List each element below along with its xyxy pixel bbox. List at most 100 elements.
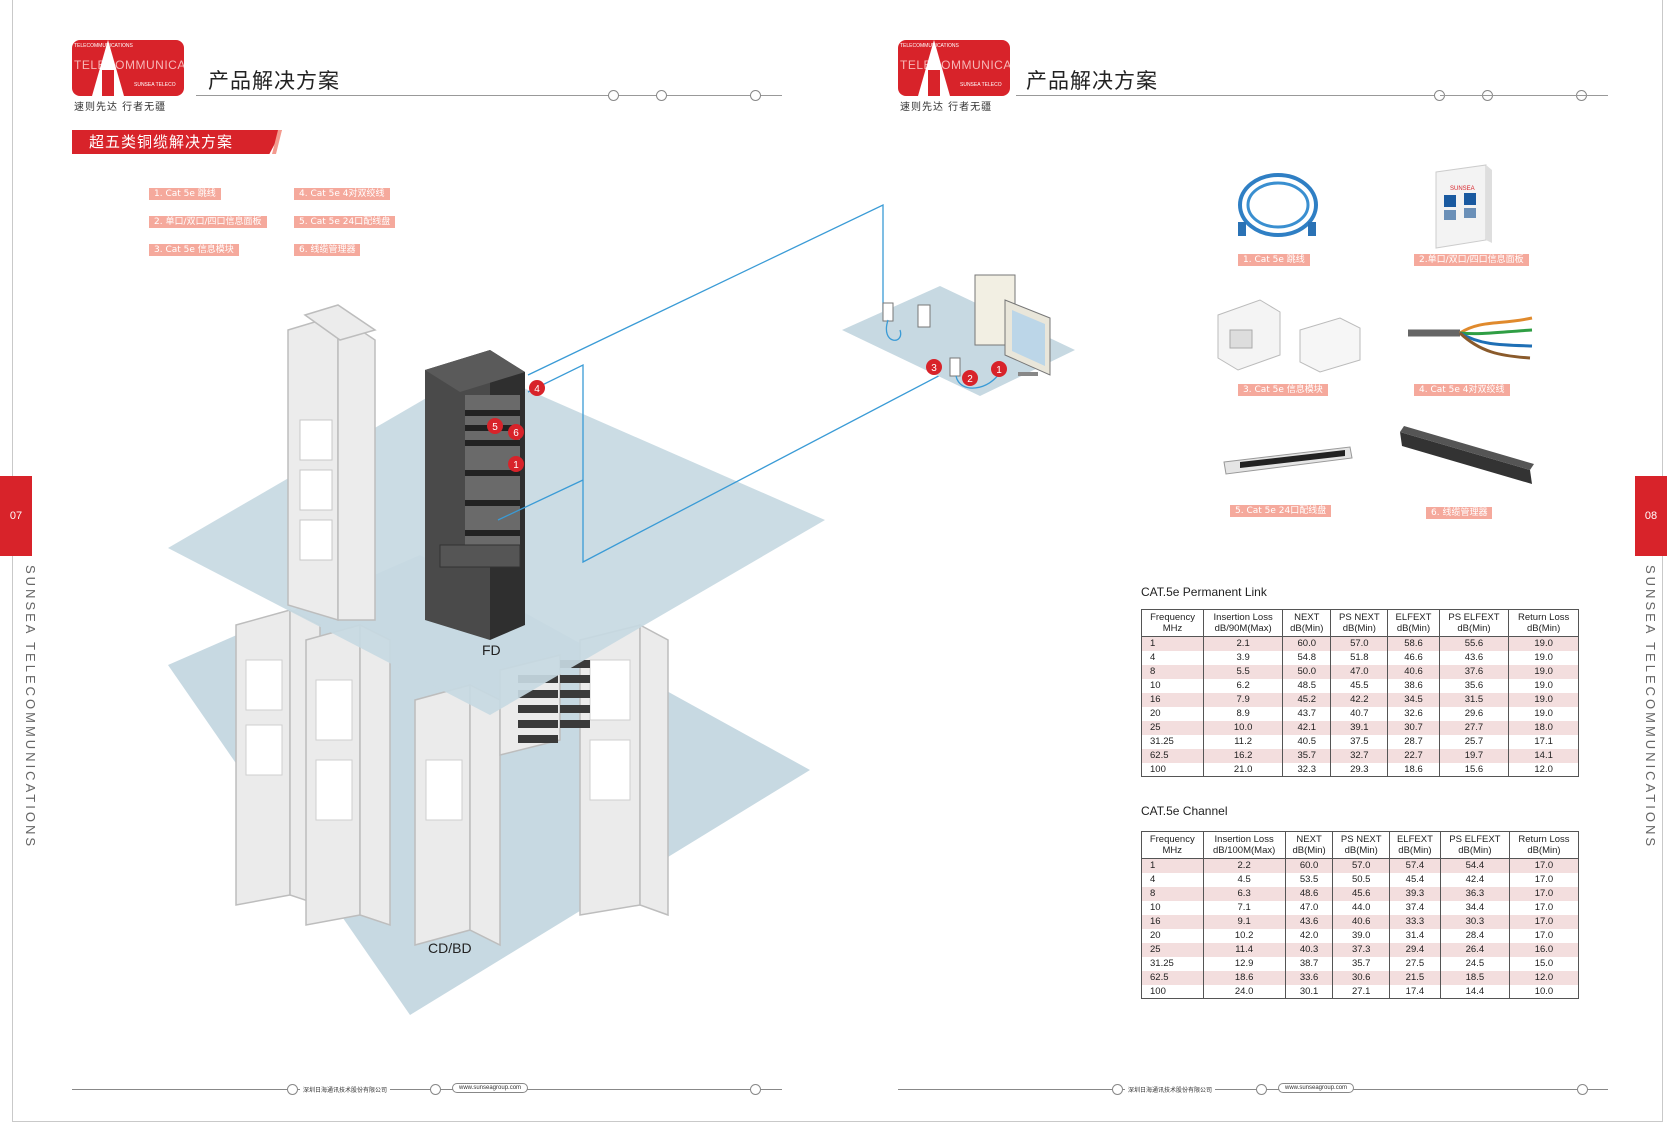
table-cell: 38.7 [1284,956,1334,971]
table-cell: 17.4 [1388,984,1441,999]
table-cell: 19.0 [1508,706,1579,721]
sunsea-logo: TELECOMMUNICATIONS TELECOMMUNICATI SUNSE… [898,40,1010,113]
table-cell: 29.3 [1330,762,1389,777]
table-cell: 37.5 [1330,734,1389,749]
header-rule [196,95,782,96]
header-dot [656,90,667,101]
table-cell: 30.1 [1284,984,1334,999]
page-number-tab: 07 [0,476,32,556]
table-cell: 48.6 [1284,886,1334,901]
footer-url[interactable]: www.sunseagroup.com [1278,1083,1355,1093]
legend-item: 1. Cat 5e 跳线 [149,188,221,200]
table-cell: 43.7 [1282,706,1332,721]
table-cell: 32.6 [1387,706,1440,721]
legend-item: 6. 线缆管理器 [294,244,361,256]
table-cell: 57.0 [1332,858,1390,873]
table-cell: 17.0 [1508,858,1580,873]
table-cell: 27.1 [1332,984,1390,999]
table-cell: 40.5 [1282,734,1332,749]
product-caption: 4. Cat 5e 4对双绞线 [1414,384,1510,396]
table-cell: 51.8 [1330,650,1389,665]
work-area-floor [842,286,1075,396]
footer-company: 深圳日海通讯技术股份有限公司 [1125,1085,1216,1094]
table-cell: 30.6 [1332,970,1390,985]
table-cell: 10.2 [1202,928,1286,943]
table-cell: 7.1 [1202,900,1286,915]
table-cell: 17.0 [1508,900,1580,915]
table-cell: 7.9 [1203,692,1284,707]
desk-cable [885,319,902,341]
legend-item: 5. Cat 5e 24口配线盘 [294,216,396,228]
side-brand-text: SUNSEA TELECOMMUNICATIONS [23,565,38,849]
side-brand-text: SUNSEA TELECOMMUNICATIONS [1643,565,1658,849]
page-number-tab: 08 [1635,476,1667,556]
table-cell: 39.1 [1330,720,1389,735]
table-cell: 47.0 [1330,664,1389,679]
footer-rule [72,1089,782,1090]
table-cell: 35.7 [1332,956,1390,971]
table-cell: 5.5 [1203,664,1284,679]
header-dot [750,90,761,101]
table-cell: 62.5 [1140,748,1205,763]
table-cell: 20 [1140,706,1205,721]
table-cell: 29.4 [1388,942,1441,957]
footer-dot [287,1084,298,1095]
table-cell: 35.7 [1282,748,1332,763]
table-cell: 8 [1141,886,1204,901]
table-cell: 24.5 [1439,956,1510,971]
product-caption: 6. 线缆管理器 [1426,507,1493,519]
table-cell: 30.7 [1387,720,1440,735]
right-page: TELECOMMUNICATIONS TELECOMMUNICATI SUNSE… [840,0,1680,1122]
product-caption: 5. Cat 5e 24口配线盘 [1230,505,1332,517]
table-cell: 46.6 [1387,650,1440,665]
table-cell: 31.5 [1438,692,1510,707]
rack-markers: 4 5 6 1 [487,380,545,472]
table-cell: 16.0 [1508,942,1580,957]
table-cell: 29.6 [1438,706,1510,721]
table-cell: 48.5 [1282,678,1332,693]
legend-item: 2. 单口/双口/四口信息面板 [149,216,267,228]
table-cell: 35.6 [1438,678,1510,693]
product-gallery: SUNSEA [1217,164,1534,484]
table-cell: 12.0 [1508,762,1579,777]
left-page: TELECOMMUNICATIONS TELECOMMUNICATI SUNSE… [0,40,782,1095]
table-title: CAT.5e Permanent Link [1141,585,1267,599]
table-cell: 9.1 [1202,914,1286,929]
table-cell: 21.5 [1388,970,1441,985]
table-cell: 6.3 [1202,886,1286,901]
table-cell: 40.3 [1284,942,1334,957]
table-cell: 16 [1140,692,1205,707]
table-cell: 8.9 [1203,706,1284,721]
table-cell: 37.3 [1332,942,1390,957]
table-cell: 17.0 [1508,886,1580,901]
table-cell: 19.7 [1438,748,1510,763]
footer-dot [750,1084,761,1095]
banner-stripe [272,130,282,154]
footer-url[interactable]: www.sunseagroup.com [452,1083,529,1093]
table-cell: 42.1 [1282,720,1332,735]
patch-panel-icon [1223,446,1353,475]
table-cell: 18.5 [1439,970,1510,985]
table-cell: 24.0 [1202,984,1286,999]
header-rule [1016,95,1448,96]
table-cell: 8 [1140,664,1205,679]
table-cell: 39.0 [1332,928,1390,943]
table-cell: 18.0 [1508,720,1579,735]
table-cell: 15.0 [1508,956,1580,971]
cd-bd-label: CD/BD [428,940,472,956]
table-cell: 11.4 [1202,942,1286,957]
table-cell: 18.6 [1202,970,1286,985]
table-cell: 21.0 [1203,762,1284,777]
